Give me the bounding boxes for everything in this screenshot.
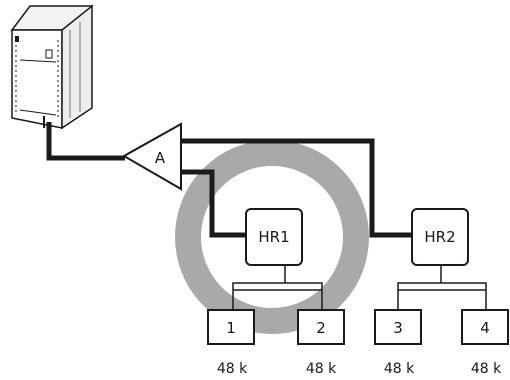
indoor-unit-1: 1 [207, 309, 255, 345]
indoor-unit-2-label: 2 [316, 319, 326, 337]
indoor-unit-3: 3 [374, 309, 422, 345]
branch-a-label: A [155, 149, 166, 167]
indoor-unit-4-capacity: 48 k [471, 361, 502, 377]
indoor-unit-2: 2 [297, 309, 345, 345]
indoor-unit-3-label: 3 [393, 319, 403, 337]
outdoor-unit-icon [10, 4, 94, 130]
hr2-unit: HR2 [411, 208, 469, 266]
indoor-unit-2-capacity: 48 k [306, 361, 337, 377]
main-pipe-branch-to-hr1 [180, 169, 247, 238]
hr2-label: HR2 [424, 228, 455, 246]
indoor-unit-1-capacity: 48 k [217, 361, 248, 377]
pipe-hr2-units [397, 265, 487, 312]
hr1-unit: HR1 [245, 208, 303, 266]
main-pipe-branch-to-hr2 [180, 138, 412, 238]
pipe-hr1-units [232, 265, 323, 312]
branch-a: A [121, 122, 182, 191]
indoor-unit-3-capacity: 48 k [384, 361, 415, 377]
indoor-unit-4-label: 4 [480, 319, 490, 337]
highlight-ring [175, 140, 369, 334]
hr1-label: HR1 [258, 228, 289, 246]
indoor-unit-1-label: 1 [226, 319, 236, 337]
indoor-unit-4: 4 [461, 309, 509, 345]
main-pipe-outdoor-to-branch [46, 122, 125, 161]
